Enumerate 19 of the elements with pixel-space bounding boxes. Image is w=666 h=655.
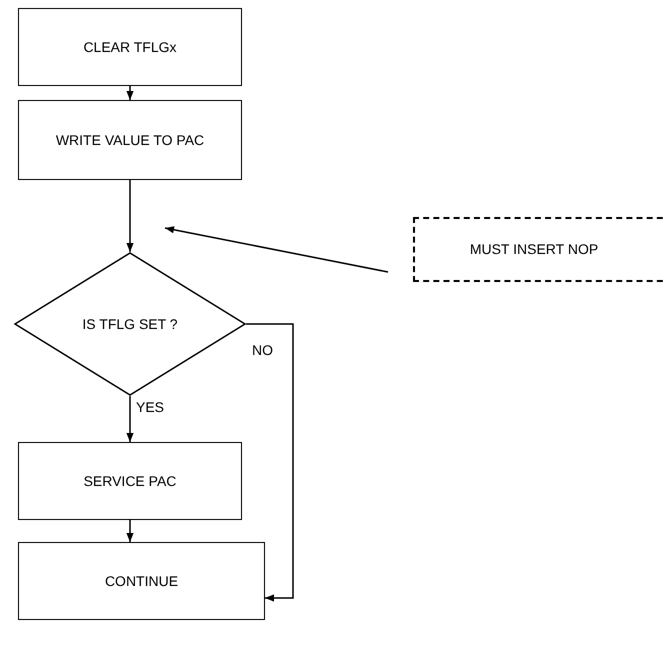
box-text: WRITE VALUE TO PAC — [54, 130, 206, 150]
edge-label: NO — [252, 343, 273, 357]
arrow — [126, 180, 134, 252]
process-box — [18, 442, 242, 520]
process-box — [18, 100, 242, 180]
decision-diamond — [14, 252, 246, 396]
arrow — [126, 520, 134, 542]
note-text: MUST INSERT NOP — [468, 240, 600, 260]
arrow — [126, 86, 134, 100]
arrow — [126, 396, 134, 442]
process-box — [18, 8, 242, 86]
decision-text: IS TFLG SET ? — [81, 314, 179, 334]
edge-label: YES — [136, 400, 164, 414]
arrow — [164, 226, 388, 273]
box-text: SERVICE PAC — [82, 472, 178, 491]
arrow — [246, 323, 294, 602]
box-text: CONTINUE — [104, 572, 180, 591]
process-box — [18, 542, 265, 620]
box-text: CLEAR TFLGx — [82, 38, 178, 57]
